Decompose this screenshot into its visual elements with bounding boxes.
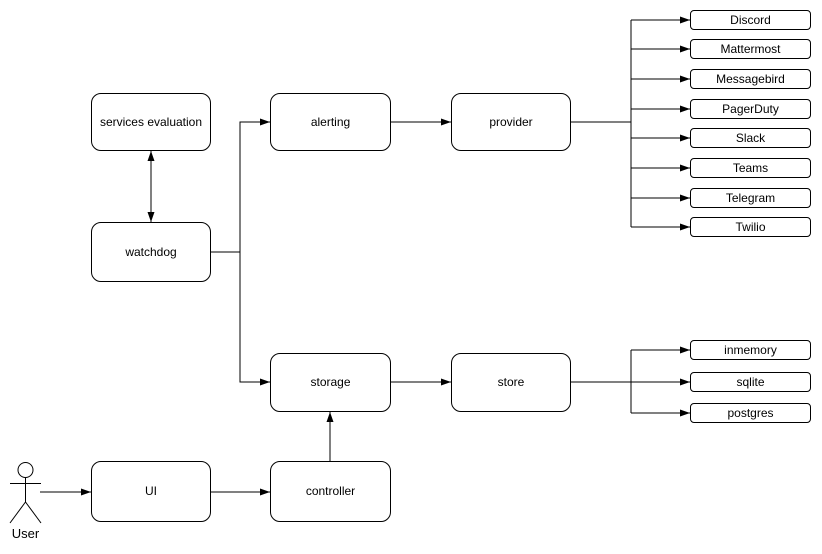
node-discord-label: Discord [730, 12, 771, 27]
node-teams: Teams [690, 158, 811, 178]
node-inmemory: inmemory [690, 340, 811, 360]
node-watchdog-label: watchdog [125, 244, 177, 259]
node-store: store [451, 353, 571, 412]
node-messagebird-label: Messagebird [716, 71, 785, 86]
node-mattermost-label: Mattermost [720, 41, 781, 56]
node-pagerduty-label: PagerDuty [722, 101, 779, 116]
node-discord: Discord [690, 10, 811, 30]
node-provider: provider [451, 93, 571, 151]
user-actor-icon [9, 462, 42, 524]
node-store-label: store [497, 375, 525, 390]
user-actor-label: User [11, 526, 40, 541]
node-pagerduty: PagerDuty [690, 99, 811, 119]
node-controller: controller [270, 461, 391, 522]
node-storage: storage [270, 353, 391, 412]
node-watchdog: watchdog [91, 222, 211, 282]
node-postgres: postgres [690, 403, 811, 423]
node-messagebird: Messagebird [690, 69, 811, 89]
node-sqlite-label: sqlite [736, 374, 765, 389]
node-slack: Slack [690, 128, 811, 148]
node-controller-label: controller [305, 484, 356, 499]
node-twilio: Twilio [690, 217, 811, 237]
node-slack-label: Slack [735, 130, 766, 145]
node-mattermost: Mattermost [690, 39, 811, 59]
node-twilio-label: Twilio [735, 219, 766, 234]
node-telegram-label: Telegram [725, 190, 776, 205]
node-ui: UI [91, 461, 211, 522]
node-inmemory-label: inmemory [724, 342, 777, 357]
node-telegram: Telegram [690, 188, 811, 208]
node-storage-label: storage [310, 375, 351, 390]
node-teams-label: Teams [732, 160, 769, 175]
node-sqlite: sqlite [690, 372, 811, 392]
node-alerting: alerting [270, 93, 391, 151]
node-alerting-label: alerting [310, 114, 351, 129]
node-provider-label: provider [489, 114, 533, 129]
node-services-evaluation-label: services evaluation [99, 114, 203, 129]
node-ui-label: UI [145, 484, 157, 499]
node-services-evaluation: services evaluation [91, 93, 211, 151]
node-postgres-label: postgres [727, 405, 774, 420]
